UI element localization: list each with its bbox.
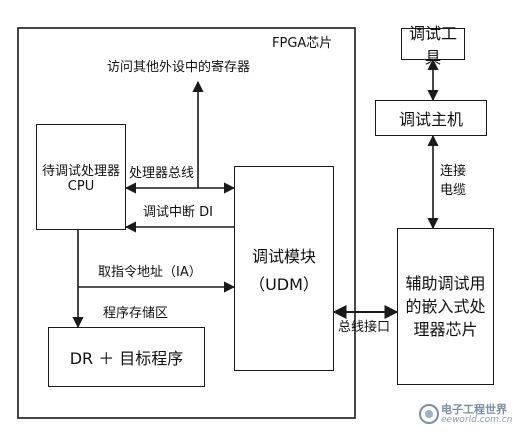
udm-label-line2: （UDM） [249, 274, 319, 294]
cable-label-line1: 连接 [440, 164, 467, 179]
eeworld-watermark: 电子工程世界 eeworld.com.cn [419, 400, 513, 428]
debug-host-label: 调试主机 [398, 110, 463, 129]
aux-chip-label-line3: 理器芯片 [413, 320, 478, 340]
bus-interface-label: 总线接口 [338, 320, 391, 335]
dr-target-program-box: DR ＋ 目标程序 [48, 327, 205, 387]
aux-processor-chip-box: 辅助调试用 的嵌入式处 理器芯片 [397, 228, 494, 385]
udm-label-line1: 调试模块 [251, 246, 316, 266]
program-storage-label: 程序存储区 [103, 306, 169, 321]
eeworld-logo-icon [419, 404, 439, 424]
cable-label-line2: 电缆 [440, 182, 467, 198]
debug-interrupt-label: 调试中断 DI [143, 205, 213, 220]
aux-chip-label-line1: 辅助调试用 [405, 273, 486, 293]
fpga-chip-label: FPGA芯片 [272, 36, 333, 51]
watermark-line2: eeworld.com.cn [441, 415, 513, 425]
processor-bus-label: 处理器总线 [129, 166, 195, 181]
aux-chip-label-line2: 的嵌入式处 [405, 296, 486, 316]
cpu-box: 待调试处理器 CPU [36, 124, 126, 230]
external-registers-label: 访问其他外设中的寄存器 [107, 60, 251, 75]
cable-label: 连接 电缆 [440, 163, 466, 201]
dr-target-program-label: DR ＋ 目标程序 [69, 349, 184, 368]
watermark-line1: 电子工程世界 [441, 403, 507, 416]
debug-tool-box: 调试工具 [401, 24, 465, 67]
debug-host-box: 调试主机 [375, 100, 487, 136]
udm-box: 调试模块 （UDM） [234, 166, 334, 371]
debug-tool-label: 调试工具 [408, 24, 457, 67]
cpu-label-line2: CPU [67, 179, 95, 194]
fpga-chip-border [17, 27, 356, 419]
cpu-label-line1: 待调试处理器 [41, 164, 120, 179]
fetch-address-label: 取指令地址（IA） [98, 265, 202, 280]
